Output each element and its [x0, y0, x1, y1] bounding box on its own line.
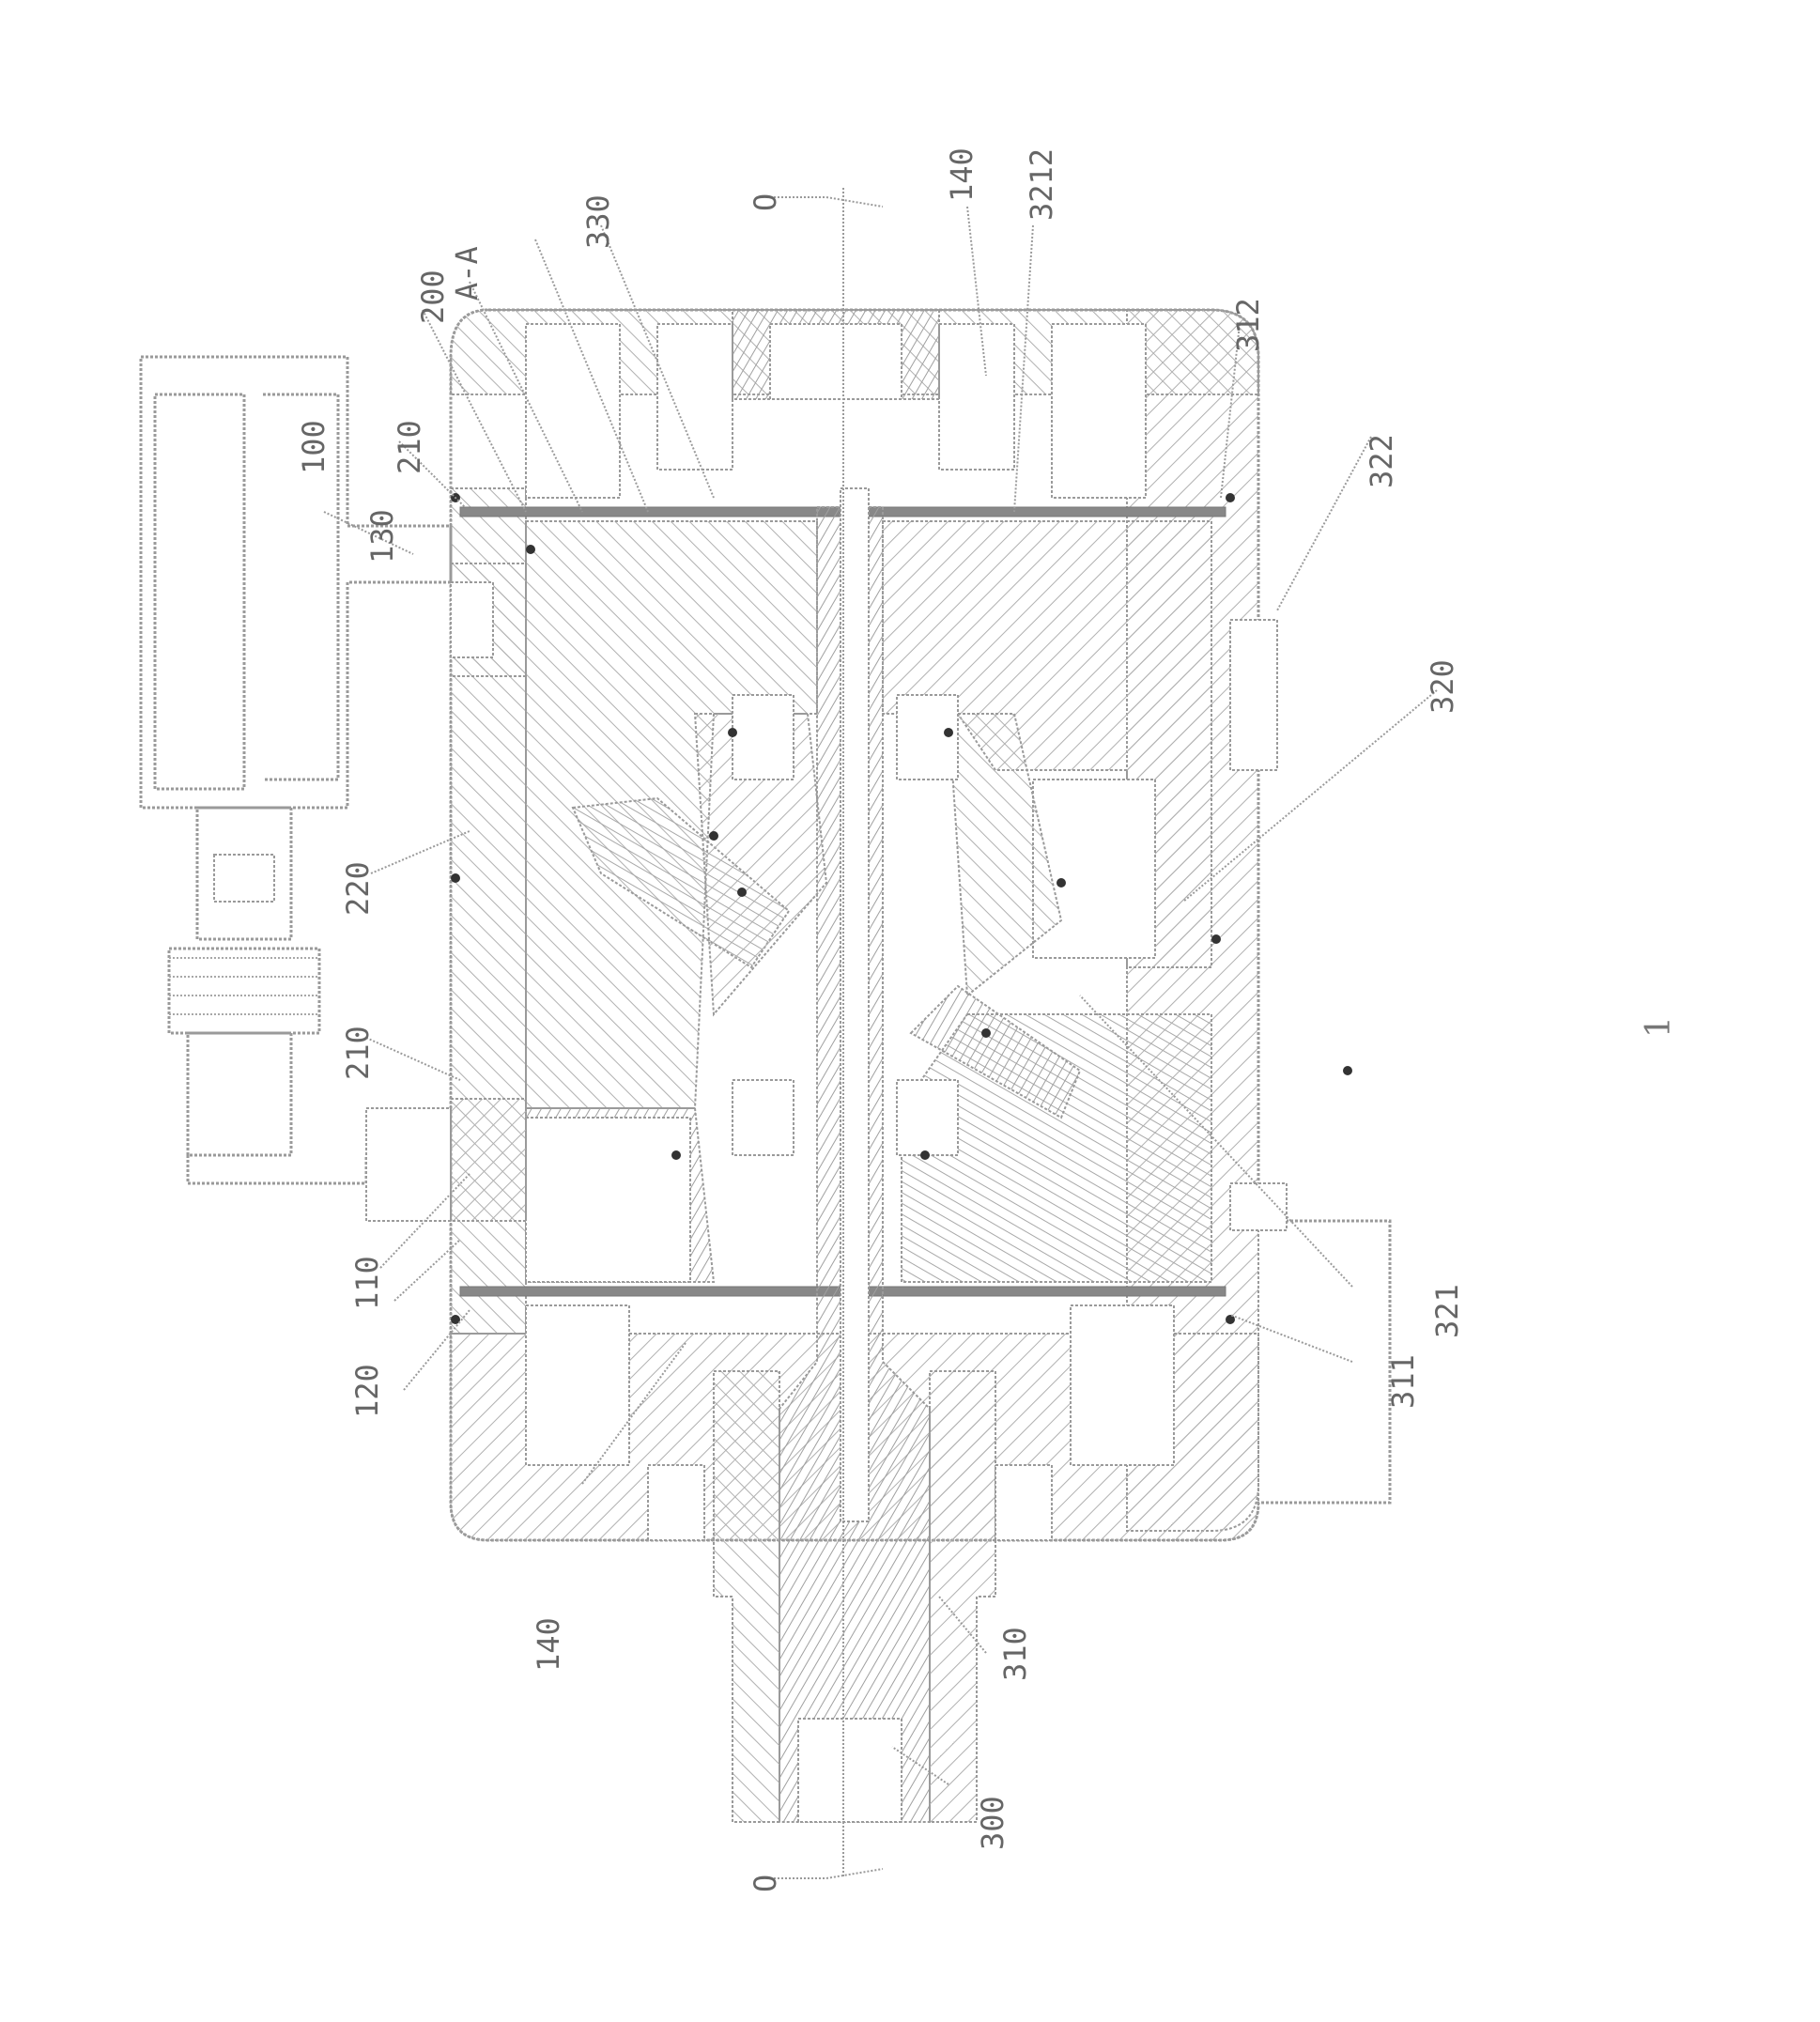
axis-label-top: O [748, 193, 783, 211]
label-312: 312 [1230, 298, 1266, 352]
label-3212: 3212 [1024, 148, 1059, 221]
label-322: 322 [1364, 434, 1399, 488]
label-130: 130 [364, 509, 400, 563]
label-330: 330 [580, 194, 616, 249]
label-300: 300 [975, 1796, 1010, 1850]
shaft-sleeve-left [714, 1371, 779, 1822]
label-311: 311 [1385, 1354, 1421, 1409]
label-140-left: 140 [531, 1617, 566, 1672]
top-cap [526, 310, 1146, 498]
label-310: 310 [997, 1627, 1033, 1681]
inner-body [526, 521, 1287, 1282]
label-140-top: 140 [944, 147, 979, 202]
label-210-top: 210 [392, 420, 427, 474]
label-100: 100 [296, 420, 332, 474]
label-210-mid: 210 [340, 1026, 376, 1080]
label-A-A: A-A [449, 246, 485, 301]
label-321: 321 [1429, 1284, 1465, 1338]
label-200: 200 [415, 270, 451, 324]
axis-label-bottom: O [748, 1875, 783, 1892]
label-320: 320 [1425, 659, 1460, 714]
label-110: 110 [349, 1256, 385, 1310]
label-220: 220 [340, 861, 376, 916]
label-120: 120 [349, 1364, 385, 1418]
figure-number: 1 [1640, 1016, 1678, 1038]
